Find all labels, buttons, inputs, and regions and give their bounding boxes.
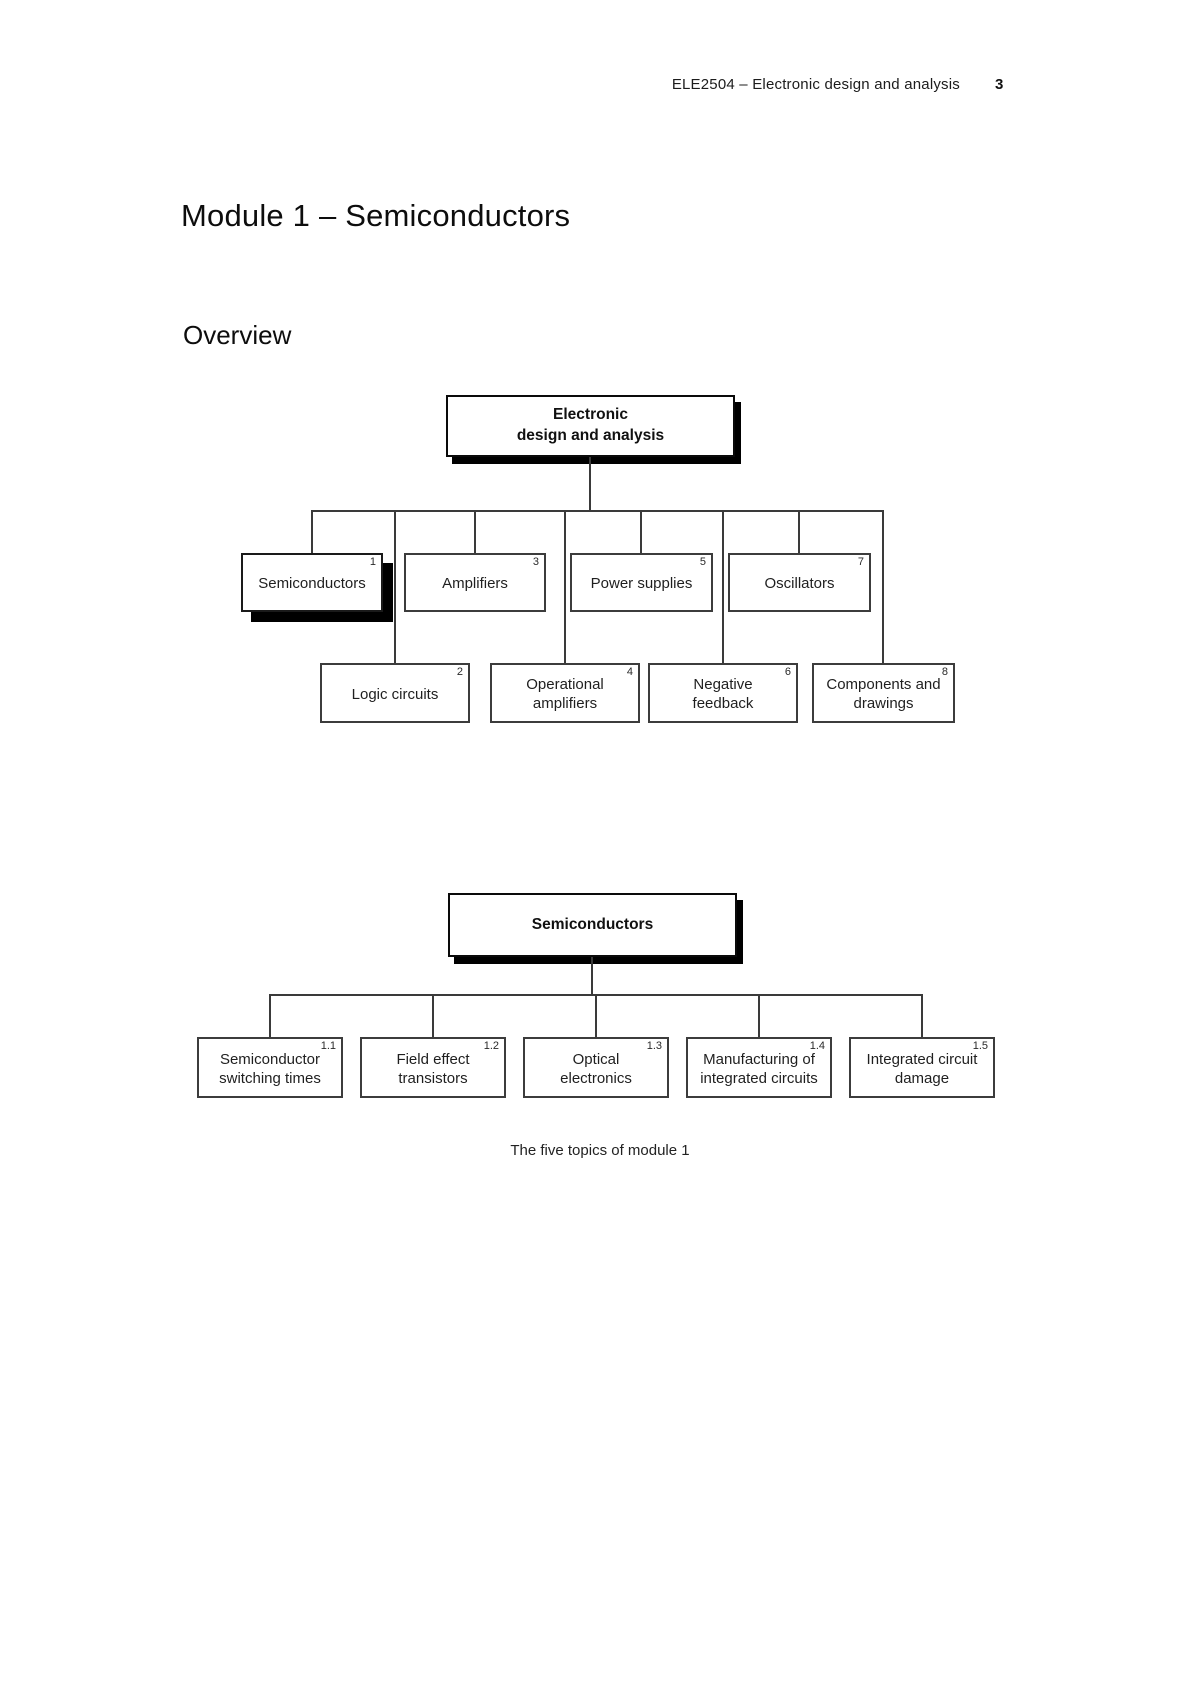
- connector-drop: [758, 994, 760, 1037]
- node-label: Electronic design and analysis: [516, 406, 665, 444]
- node-number: 7: [857, 556, 864, 568]
- module-title: Module 1 – Semiconductors: [181, 198, 571, 233]
- node-amplifiers: 3 Amplifiers: [404, 553, 546, 612]
- connector-stem: [591, 957, 593, 995]
- connector-drop: [722, 510, 724, 665]
- node-label: Amplifiers: [442, 575, 508, 593]
- connector-drop: [269, 994, 271, 1037]
- node-semiconductors: 1 Semiconductors: [241, 553, 383, 612]
- node-oscillators: 7 Oscillators: [728, 553, 871, 612]
- connector-drop: [394, 510, 396, 665]
- node-integrated-circuit-damage: 1.5 Integrated circuit damage: [849, 1037, 995, 1098]
- node-number: 1: [369, 556, 376, 568]
- node-operational-amplifiers: 4 Operational amplifiers: [490, 663, 640, 723]
- node-number: 3: [532, 556, 539, 568]
- connector-drop: [595, 994, 597, 1037]
- node-number: 1.3: [646, 1040, 662, 1052]
- node-label: Negative feedback: [692, 676, 754, 712]
- node-number: 8: [941, 666, 948, 678]
- connector-drop: [640, 510, 642, 555]
- node-label: Optical electronics: [560, 1050, 632, 1087]
- connector-stem: [589, 457, 591, 511]
- node-logic-circuits: 2 Logic circuits: [320, 663, 470, 723]
- node-label: Power supplies: [590, 575, 693, 593]
- connector-drop: [432, 994, 434, 1037]
- running-header: ELE2504 – Electronic design and analysis: [671, 76, 960, 93]
- node-power-supplies: 5 Power supplies: [570, 553, 713, 612]
- node-label: Logic circuits: [351, 685, 439, 703]
- node-semiconductor-switching-times: 1.1 Semiconductor switching times: [197, 1037, 343, 1098]
- figure-caption: The five topics of module 1: [510, 1142, 690, 1159]
- node-number: 1.5: [972, 1040, 988, 1052]
- node-number: 1.1: [320, 1040, 336, 1052]
- node-components-and-drawings: 8 Components and drawings: [812, 663, 955, 723]
- section-heading: Overview: [183, 320, 292, 350]
- node-label: Field effect transistors: [396, 1050, 470, 1087]
- node-label: Semiconductors: [531, 915, 654, 933]
- node-negative-feedback: 6 Negative feedback: [648, 663, 798, 723]
- connector-drop: [474, 510, 476, 555]
- page-number: 3: [995, 76, 1004, 93]
- node-number: 1.2: [483, 1040, 499, 1052]
- node-label: Manufacturing of integrated circuits: [700, 1050, 818, 1087]
- node-label: Semiconductor switching times: [219, 1050, 321, 1087]
- node-number: 4: [626, 666, 633, 678]
- node-number: 2: [456, 666, 463, 678]
- connector-drop: [311, 510, 313, 555]
- connector-bus: [311, 510, 884, 512]
- node-number: 6: [784, 666, 791, 678]
- node-label: Oscillators: [764, 575, 835, 593]
- connector-drop: [882, 510, 884, 665]
- connector-drop: [564, 510, 566, 665]
- node-label: Components and drawings: [826, 676, 941, 712]
- connector-drop: [798, 510, 800, 555]
- node-semiconductors-root: Semiconductors: [448, 893, 737, 957]
- node-label: Integrated circuit damage: [866, 1050, 978, 1087]
- node-electronic-design-and-analysis: Electronic design and analysis: [446, 395, 735, 457]
- node-label: Semiconductors: [258, 575, 366, 593]
- node-number: 1.4: [809, 1040, 825, 1052]
- node-manufacturing-of-integrated-circuits: 1.4 Manufacturing of integrated circuits: [686, 1037, 832, 1098]
- node-optical-electronics: 1.3 Optical electronics: [523, 1037, 669, 1098]
- node-field-effect-transistors: 1.2 Field effect transistors: [360, 1037, 506, 1098]
- node-label: Operational amplifiers: [526, 676, 604, 712]
- connector-drop: [921, 994, 923, 1037]
- node-number: 5: [699, 556, 706, 568]
